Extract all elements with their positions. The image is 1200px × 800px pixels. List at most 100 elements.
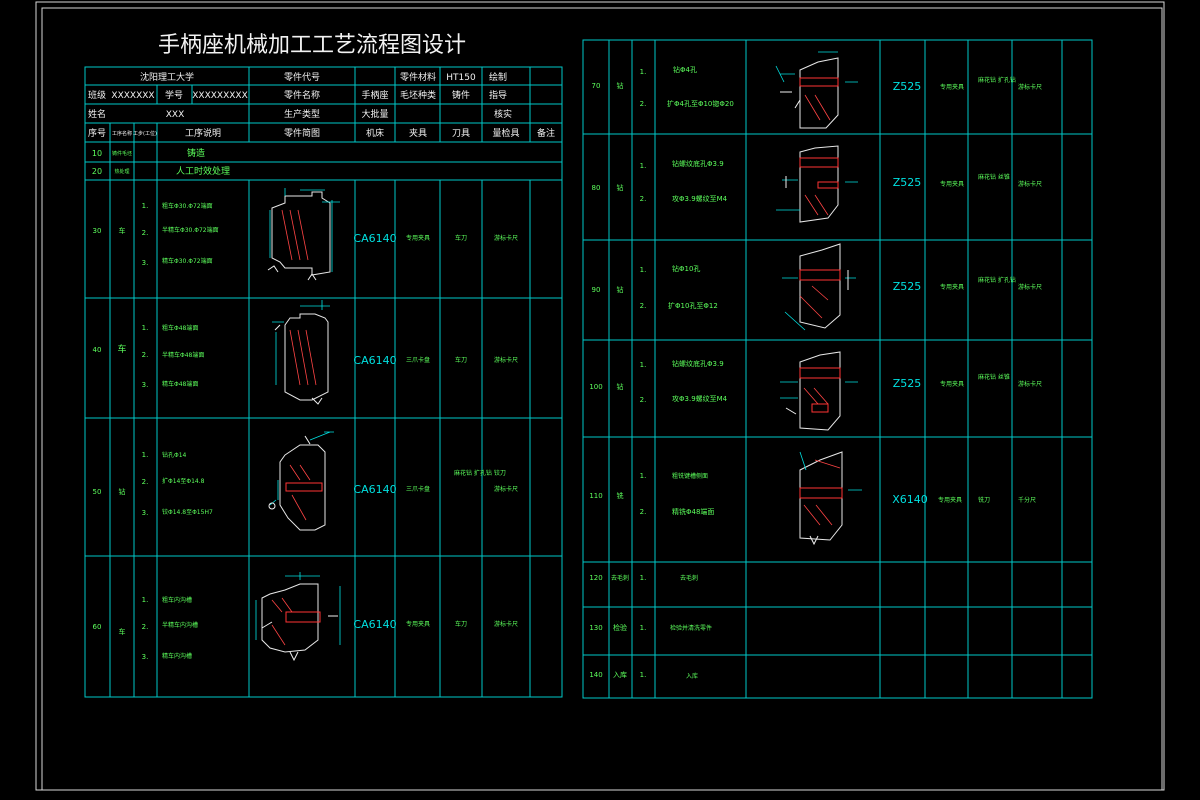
op-name: 去毛刺 — [611, 574, 629, 582]
col-gauge: 量检具 — [492, 127, 519, 139]
op-machine: CA6140 — [353, 354, 396, 367]
step-text: 扩Φ4孔至Φ10锪Φ20 — [667, 99, 734, 108]
op-machine: CA6140 — [353, 232, 396, 245]
step-number: 1. — [640, 361, 647, 369]
step-text: 钻Φ4孔 — [673, 65, 697, 74]
step-text: 半精车内沟槽 — [162, 621, 198, 629]
student-no-label: 学号 — [165, 89, 183, 101]
step-text: 粗车Φ48端面 — [162, 324, 198, 332]
op-seq: 130 — [589, 624, 602, 632]
step-text: 攻Φ3.9螺纹至M4 — [672, 194, 728, 203]
op-seq: 20 — [92, 167, 102, 176]
step-number: 3. — [142, 381, 149, 389]
right-process-table — [582, 39, 1093, 699]
op-machine: X6140 — [892, 493, 928, 506]
part-sketch — [272, 300, 330, 405]
part-sketch — [776, 145, 858, 223]
op-machine: CA6140 — [353, 483, 396, 496]
blank-type-value: 铸件 — [452, 89, 470, 101]
col-op-name: 工序名称 — [112, 130, 132, 137]
step-text: 精车Φ48端面 — [162, 380, 198, 388]
op-machine: Z525 — [893, 280, 922, 293]
part-sketch — [255, 572, 341, 662]
step-text: 扩Φ10孔至Φ12 — [668, 301, 718, 310]
op-seq: 110 — [589, 492, 602, 500]
op-machine: CA6140 — [353, 618, 396, 631]
step-number: 1. — [142, 451, 149, 459]
op-name: 入库 — [613, 670, 627, 679]
step-number: 2. — [640, 100, 647, 108]
op-fixture: 专用夹具 — [406, 234, 430, 242]
op-name: 车 — [117, 343, 126, 355]
step-number: 1. — [142, 596, 149, 604]
step-text: 粗铣键槽侧面 — [672, 472, 708, 480]
op-name: 车 — [119, 226, 126, 235]
production-type-label: 生产类型 — [284, 108, 320, 120]
step-text: 钻螺纹底孔Φ3.9 — [672, 159, 724, 168]
op-name: 检验 — [613, 623, 627, 632]
op-seq: 50 — [93, 488, 102, 496]
class-value: XXXXXXX — [111, 91, 154, 101]
step-number: 1. — [640, 68, 647, 76]
step-text: 粗车Φ30.Φ72端面 — [162, 202, 213, 210]
step-number: 3. — [142, 653, 149, 661]
op-gauge: 游标卡尺 — [1018, 283, 1042, 291]
col-description: 工序说明 — [185, 127, 221, 139]
op-name: 钻 — [617, 183, 624, 192]
op-fixture: 专用夹具 — [940, 380, 964, 388]
col-sketch: 零件简图 — [284, 127, 320, 139]
drawn-label: 绘制 — [489, 71, 507, 83]
material-label: 零件材料 — [400, 71, 436, 83]
op-gauge: 游标卡尺 — [494, 485, 518, 493]
blank-type-label: 毛坯种类 — [400, 89, 436, 101]
op-seq: 90 — [592, 286, 601, 294]
step-text: 半精车Φ48端面 — [162, 351, 204, 359]
op-name: 热处理 — [114, 168, 129, 175]
op-name: 铣 — [617, 491, 624, 500]
op-tool: 麻花钻 丝锥 — [978, 373, 1010, 381]
step-text: 半精车Φ30.Φ72端面 — [162, 226, 219, 234]
op-name: 钻 — [617, 285, 624, 294]
part-code-label: 零件代号 — [284, 71, 320, 83]
left-process-table — [84, 66, 563, 698]
op-name: 车 — [119, 627, 126, 636]
step-number: 1. — [142, 324, 149, 332]
op-tool: 铣刀 — [978, 496, 990, 504]
guide-label: 指导 — [489, 89, 507, 101]
op-tool: 麻花钻 丝锥 — [978, 173, 1010, 181]
op-description: 人工时效处理 — [176, 165, 230, 177]
step-text: 精车Φ30.Φ72端面 — [162, 257, 213, 265]
op-fixture: 三爪卡盘 — [406, 356, 430, 364]
op-gauge: 游标卡尺 — [494, 356, 518, 364]
col-tool: 刀具 — [452, 128, 470, 139]
part-name-label: 零件名称 — [284, 89, 320, 101]
step-text: 粗车内沟槽 — [162, 596, 192, 604]
col-machine: 机床 — [366, 127, 384, 139]
op-seq: 80 — [592, 184, 601, 192]
step-text: 精铣Φ48端面 — [672, 507, 714, 516]
op-seq: 40 — [93, 346, 102, 354]
op-name: 钻 — [119, 487, 126, 496]
part-sketch — [268, 431, 334, 531]
step-text: 钻螺纹底孔Φ3.9 — [672, 359, 724, 368]
op-seq: 30 — [93, 227, 102, 235]
class-label: 班级 — [88, 89, 106, 101]
step-text: 铰Φ14.8至Φ15H7 — [162, 508, 213, 516]
step-number: 2. — [142, 229, 149, 237]
step-number: 1. — [640, 574, 647, 582]
step-number: 1. — [640, 671, 647, 679]
op-seq: 70 — [592, 82, 601, 90]
op-description: 铸造 — [187, 147, 205, 159]
op-name: 铸件毛坯 — [112, 150, 132, 157]
op-tool: 麻花钻 扩孔钻 — [978, 276, 1016, 284]
step-number: 1. — [640, 266, 647, 274]
step-text: 钻孔Φ14 — [162, 451, 187, 459]
op-seq: 120 — [589, 574, 602, 582]
step-number: 2. — [640, 508, 647, 516]
part-sketch — [775, 51, 858, 129]
material-value: HT150 — [446, 73, 476, 83]
op-machine: Z525 — [893, 80, 922, 93]
col-fixture: 夹具 — [409, 127, 427, 139]
review-label: 核实 — [494, 108, 512, 120]
name-value: XXX — [166, 110, 185, 120]
